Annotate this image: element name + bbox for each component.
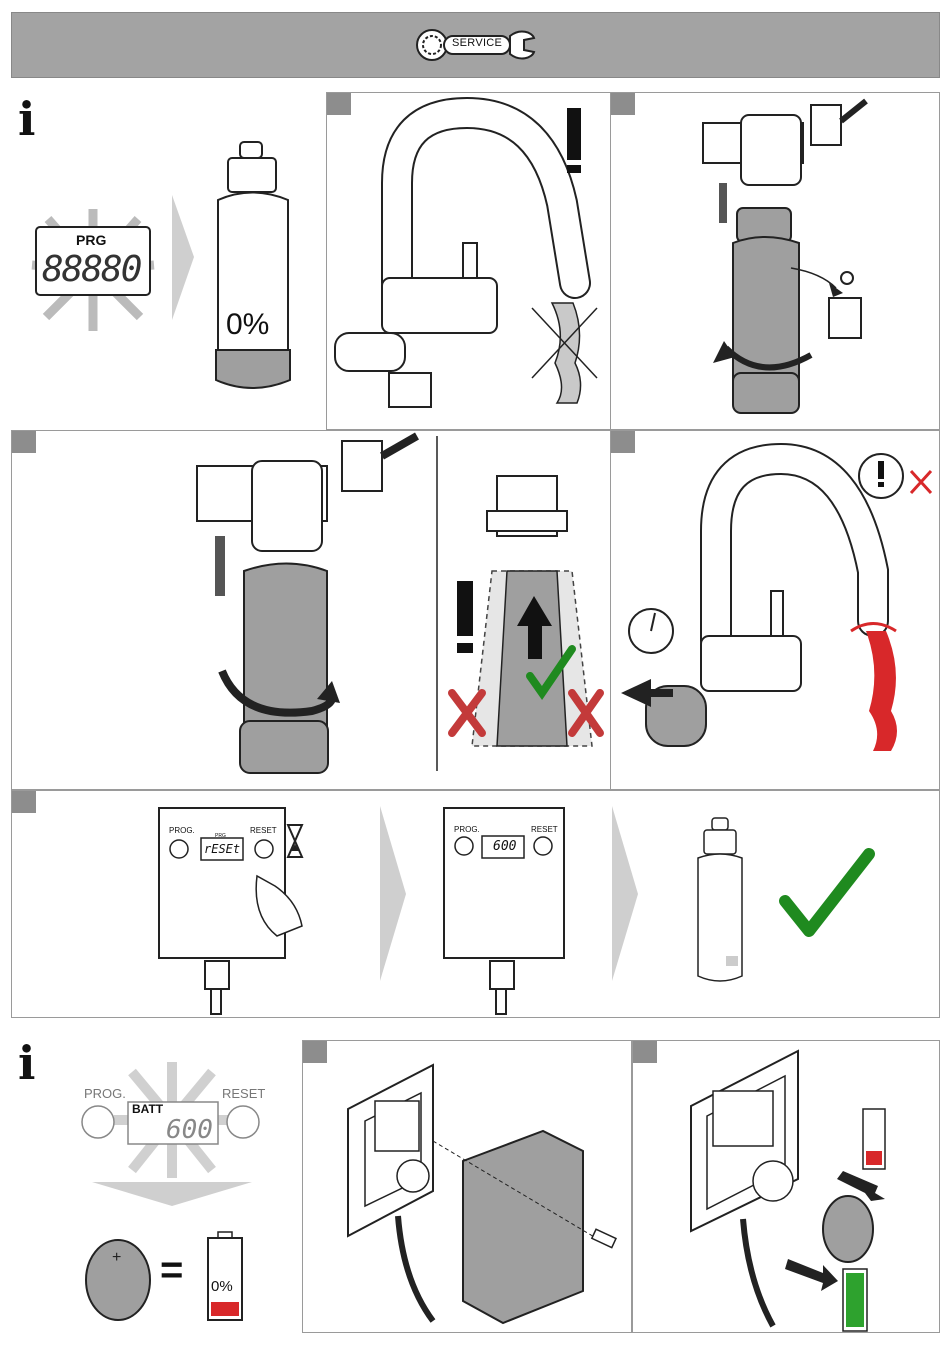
battery-housing-open-illustration [303,1041,633,1334]
battery-warning-display: PROG. RESET BATT 600 [80,1060,265,1180]
info-icon: i [18,1040,35,1086]
step-panel-remove-cartridge [610,92,940,430]
step-panel-install-cartridge [11,430,611,790]
reset-button-label: RESET [250,826,277,835]
filter-display-blinking: PRG 88880 [28,205,158,335]
arrow-right-icon [612,806,638,981]
battery-empty: 0% [205,1232,245,1322]
reset-label: RESET [222,1086,265,1101]
step-panel-reset: PROG. RESET PRG rESEt PROG. RESET 600 [11,790,940,1018]
display-value: 600 [166,1115,213,1145]
svg-text:+: + [112,1249,121,1266]
battery-icon [205,1232,245,1322]
step-panel-open-housing [302,1040,632,1333]
step-panel-stop-water [326,92,612,430]
screw-icon [592,1229,616,1247]
prog-button-label: PROG. [169,826,195,835]
control-unit-600: PROG. RESET 600 [442,806,572,1016]
coin-battery-icon: + [80,1232,160,1322]
cartridge-removal-illustration [611,93,941,431]
control-unit-box [442,806,572,1016]
new-cartridge-icon [692,816,752,996]
hourglass-icon [284,821,306,861]
prog-button-label: PROG. [454,825,480,834]
batt-label: BATT [132,1102,163,1116]
display-prg-label: PRG [76,232,106,248]
display-prg-label: PRG [215,833,226,839]
battery-level-label: 0% [211,1278,233,1295]
info-icon: i [18,96,35,142]
trash-bin-icon [829,298,861,338]
battery-replace-illustration [633,1041,941,1334]
display-value: 600 [493,839,516,854]
step-panel-flush [610,430,940,790]
display-digits: 88880 [42,249,140,290]
prog-label: PROG. [84,1086,126,1101]
display-reset-text: rESEt [204,842,240,856]
hot-water-flush-illustration [611,431,941,791]
step-panel-replace-battery [632,1040,940,1333]
faucet-no-water-illustration [327,93,613,431]
arrow-right-icon [172,195,194,320]
arrow-right-icon [380,806,406,981]
cartridge-level-label: 0% [226,308,269,342]
checkmark-icon [777,846,877,941]
filter-cartridge-icon [210,140,295,395]
cartridge-empty: 0% [210,140,295,395]
step-marker [12,791,36,813]
reset-button-label: RESET [531,825,558,834]
service-badge: SERVICE [412,26,540,64]
arrow-down-icon [92,1182,252,1206]
equals-sign: = [160,1248,183,1293]
cartridge-install-illustration [12,431,612,791]
service-label: SERVICE [452,37,502,49]
